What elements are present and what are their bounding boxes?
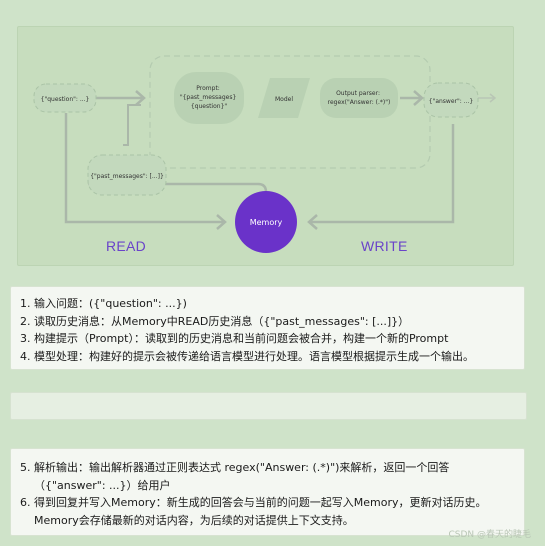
watermark: CSDN @春天的睫毛 — [448, 530, 531, 540]
memory-node — [235, 191, 297, 253]
prompt-node — [174, 72, 244, 124]
output-arrow — [478, 93, 497, 103]
model-node — [258, 78, 310, 118]
step-item: 5.解析输出：输出解析器通过正则表达式 regex("Answer: (.*)"… — [20, 459, 514, 494]
diagram-canvas: {"question": ...} {"past_messages": [...… — [33, 55, 497, 253]
step-text: 解析输出：输出解析器通过正则表达式 regex("Answer: (.*)")来… — [34, 461, 450, 492]
step-text: 读取历史消息：从Memory中READ历史消息（{"past_messages"… — [34, 314, 410, 328]
step-number: 5. — [20, 461, 31, 474]
connector-lines — [64, 90, 455, 230]
step-text: 得到回复并写入Memory：新生成的回答会与当前的问题一起写入Memory，更新… — [34, 496, 487, 527]
memory-flow-diagram: {"question": ...} {"past_messages": [...… — [17, 26, 514, 266]
history-node-label: {"past_messages": [...]} — [90, 173, 164, 180]
prompt-node-line-1: Prompt: — [196, 85, 220, 92]
step-number: 2. — [20, 314, 31, 328]
divider-strip — [10, 392, 527, 420]
steps-list-bottom: 5.解析输出：输出解析器通过正则表达式 regex("Answer: (.*)"… — [20, 459, 514, 529]
step-text: 模型处理：构建好的提示会被传递给语言模型进行处理。语言模型根据提示生成一个输出。 — [34, 349, 474, 363]
step-text: 输入问题：({"question": ...}) — [34, 297, 187, 310]
memory-node-label: Memory — [250, 218, 283, 227]
input-node-label: {"question": ...} — [41, 96, 90, 103]
input-node — [33, 83, 97, 113]
step-number: 6. — [20, 496, 31, 509]
steps-box-bottom: 5.解析输出：输出解析器通过正则表达式 regex("Answer: (.*)"… — [10, 448, 525, 536]
output-node-label: {"answer": ...} — [429, 98, 474, 105]
step-item: 1.输入问题：({"question": ...}) — [20, 295, 514, 313]
model-node-label: Model — [275, 96, 293, 103]
history-node — [87, 154, 167, 196]
parser-node-line-1: Output parser: — [336, 90, 380, 97]
output-node — [423, 82, 479, 118]
svg-text:Output parser: regex("An: Output parser: regex("Answer: (.*)") — [328, 90, 391, 106]
step-item: 3.构建提示（Prompt）：读取到的历史消息和当前问题会被合并，构建一个新的P… — [20, 330, 514, 348]
svg-text:Prompt: "{past_messages}: Prompt: "{past_messages} {question}" — [180, 85, 238, 110]
steps-box-top: 1.输入问题：({"question": ...}) 2.读取历史消息：从Mem… — [10, 286, 525, 370]
write-label: WRITE — [361, 238, 408, 254]
prompt-node-line-2: "{past_messages} — [180, 94, 237, 101]
step-item: 4.模型处理：构建好的提示会被传递给语言模型进行处理。语言模型根据提示生成一个输… — [20, 348, 514, 366]
step-item: 2.读取历史消息：从Memory中READ历史消息（{"past_message… — [20, 313, 514, 331]
step-item: 6.得到回复并写入Memory：新生成的回答会与当前的问题一起写入Memory，… — [20, 494, 514, 529]
parser-node — [320, 78, 398, 118]
step-number: 3. — [20, 332, 31, 345]
steps-list-top: 1.输入问题：({"question": ...}) 2.读取历史消息：从Mem… — [20, 295, 514, 365]
step-number: 1. — [20, 297, 31, 310]
read-label: READ — [106, 238, 147, 254]
prompt-node-line-3: {question}" — [191, 103, 228, 110]
parser-node-line-2: regex("Answer: (.*)") — [328, 99, 391, 106]
step-number: 4. — [20, 349, 31, 363]
step-text: 构建提示（Prompt）：读取到的历史消息和当前问题会被合并，构建一个新的Pro… — [34, 332, 449, 345]
